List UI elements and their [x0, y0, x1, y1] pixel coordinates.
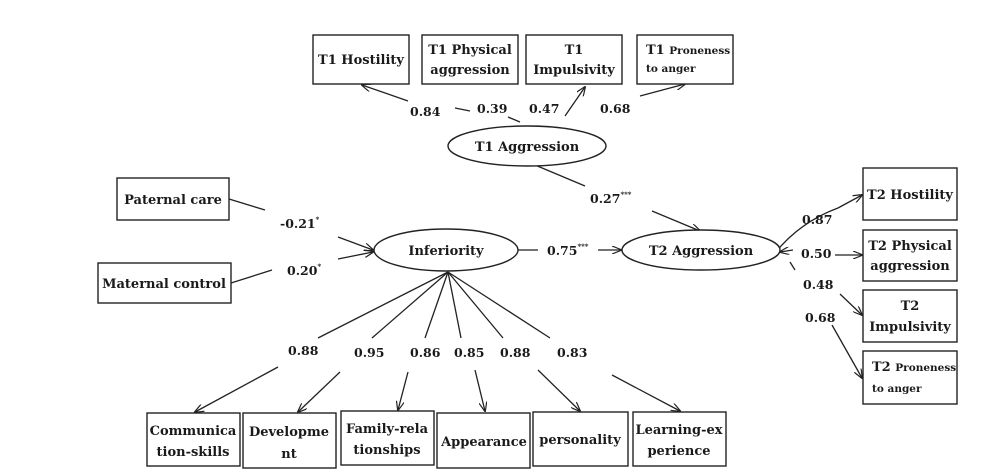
- t1-physical-node: T1 Physical aggression: [421, 34, 519, 85]
- edge-inf-communication-a: [317, 271, 449, 339]
- learning-node: Learning-ex perience: [632, 411, 727, 467]
- t2-physical-label-line1: T2 Physical: [868, 239, 952, 254]
- t1-proneness-label-line1: T1 Proneness: [646, 43, 730, 58]
- t1-aggression-label: T1 Aggression: [475, 140, 580, 155]
- edge-inf-communication-b: [195, 366, 279, 412]
- family-label-line1: Family-rela: [346, 422, 429, 437]
- learning-label-line1: Learning-ex: [635, 423, 722, 438]
- paternal-coef: -0.21*: [280, 215, 320, 231]
- edge-t2agg-t2physical-a: [780, 250, 794, 252]
- family-coef: 0.86: [410, 345, 441, 360]
- maternal-control-label: Maternal control: [102, 277, 226, 292]
- t2-physical-node: T2 Physical aggression: [862, 229, 958, 282]
- t1-proneness-label-line2: to anger: [646, 63, 696, 75]
- edge-inf-development-a: [371, 271, 449, 339]
- appearance-coef: 0.85: [454, 345, 484, 360]
- edge-paternal-inferiority-b: [337, 236, 373, 250]
- edge-t1agg-t1impulsivity: [564, 87, 585, 117]
- t2-physical-coef: 0.50: [801, 246, 832, 261]
- t2-proneness-label-line1: T2 Proneness: [872, 360, 956, 375]
- edge-t2agg-t2impulsivity-tail: [789, 261, 796, 271]
- edge-maternal-inferiority-a: [230, 269, 273, 284]
- learning-coef: 0.83: [557, 345, 587, 360]
- edge-t1agg-t1hostility: [362, 85, 409, 102]
- edge-inf-learning-b: [611, 374, 680, 411]
- edge-inf-appearance-b: [474, 369, 485, 411]
- t1-impulsivity-coef: 0.47: [529, 101, 559, 116]
- edge-t2agg-t2impulsivity: [839, 293, 862, 315]
- paternal-care-label: Paternal care: [124, 193, 222, 208]
- edge-inf-appearance-a: [447, 271, 462, 339]
- edge-inf-development-b: [298, 371, 341, 412]
- paternal-care-node: Paternal care: [116, 177, 230, 221]
- maternal-control-node: Maternal control: [97, 262, 232, 304]
- t2-proneness-coef: 0.68: [805, 310, 836, 325]
- communication-node: Communica tion-skills: [146, 412, 241, 467]
- edge-paternal-inferiority-a: [228, 198, 266, 211]
- t2-physical-label-line2: aggression: [870, 259, 950, 274]
- t1-physical-coef: 0.39: [477, 101, 507, 116]
- edge-inf-personality-a: [447, 271, 504, 339]
- edges: [195, 84, 862, 412]
- inf-to-t2-coef: 0.75***: [547, 242, 589, 258]
- t2-proneness-node: T2 Proneness to anger: [862, 350, 958, 405]
- t2-impulsivity-label-line1: T2: [901, 299, 920, 314]
- communication-label-line1: Communica: [150, 424, 237, 439]
- appearance-node: Appearance: [436, 412, 531, 469]
- t1-physical-label-line2: aggression: [430, 63, 510, 78]
- inferiority-label: Inferiority: [408, 244, 484, 259]
- t1-impulsivity-label-line1: T1: [565, 43, 584, 58]
- t1-impulsivity-node: T1 Impulsivity: [525, 34, 623, 85]
- t2-impulsivity-coef: 0.48: [803, 277, 834, 292]
- t1-hostility-node: T1 Hostility: [312, 34, 410, 85]
- t2-impulsivity-label-line2: Impulsivity: [869, 320, 951, 335]
- personality-label: personality: [539, 433, 621, 448]
- t1-impulsivity-label-line2: Impulsivity: [533, 63, 615, 78]
- family-label-line2: tionships: [353, 443, 420, 458]
- learning-label-line2: perience: [647, 444, 710, 459]
- development-node: Developme nt: [242, 412, 337, 469]
- t1-proneness-coef: 0.68: [600, 101, 631, 116]
- t2-hostility-coef: 0.87: [802, 212, 832, 227]
- t1-physical-label-line1: T1 Physical: [428, 43, 512, 58]
- edge-inf-family-b: [398, 371, 409, 410]
- edge-t1agg-t1proneness: [639, 84, 685, 97]
- t2-hostility-node: T2 Hostility: [862, 167, 958, 221]
- development-label-line1: Developme: [249, 425, 329, 440]
- t2-impulsivity-node: T2 Impulsivity: [862, 289, 958, 343]
- communication-label-line2: tion-skills: [157, 445, 230, 460]
- communication-coef: 0.88: [288, 343, 319, 358]
- inferiority-node: Inferiority: [373, 228, 519, 272]
- edge-t1agg-t1physical: [454, 107, 471, 112]
- t1-to-t2-coef: 0.27***: [590, 190, 632, 206]
- t1-hostility-label: T1 Hostility: [318, 53, 404, 68]
- edge-inf-learning-a: [447, 271, 551, 339]
- personality-coef: 0.88: [500, 345, 531, 360]
- t1-proneness-node: T1 Proneness to anger: [636, 34, 734, 85]
- t2-proneness-label-line2: to anger: [872, 383, 922, 395]
- development-coef: 0.95: [354, 345, 384, 360]
- t1-hostility-coef: 0.84: [410, 104, 441, 119]
- edge-inf-family-a: [424, 271, 449, 339]
- edge-t1agg-t2agg-b: [651, 210, 700, 231]
- t2-aggression-node: T2 Aggression: [621, 229, 781, 271]
- edge-t1agg-t1physical-top: [507, 116, 521, 123]
- t2-hostility-label: T2 Hostility: [867, 188, 953, 203]
- maternal-coef: 0.20*: [287, 262, 321, 278]
- personality-node: personality: [532, 411, 629, 467]
- appearance-label: Appearance: [440, 435, 527, 450]
- edge-t1agg-t2agg-a: [534, 164, 586, 187]
- t1-aggression-node: T1 Aggression: [447, 125, 607, 167]
- family-node: Family-rela tionships: [340, 410, 435, 466]
- edge-maternal-inferiority-b: [337, 252, 373, 260]
- t2-aggression-label: T2 Aggression: [649, 244, 754, 259]
- development-label-line2: nt: [281, 447, 296, 462]
- edge-t2agg-t2proneness: [831, 324, 862, 378]
- edge-inf-personality-b: [537, 369, 580, 411]
